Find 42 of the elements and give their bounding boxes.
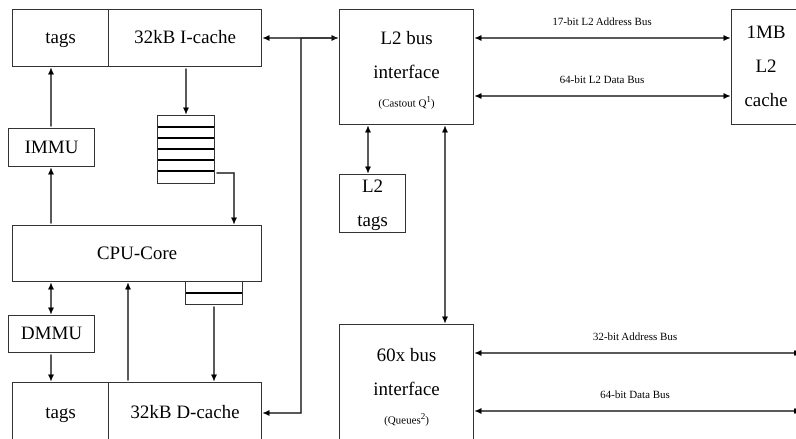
block-label: tags [45,26,76,50]
arrow [264,35,338,41]
block-label: CPU-Core [96,242,178,266]
arrow [476,35,730,41]
mmu-box [8,128,95,167]
cache-box [108,9,262,67]
arrow [264,37,338,416]
tag-array-box [339,174,406,233]
arrow [211,306,217,380]
queue-block [185,281,243,305]
arrow [365,126,371,172]
bus-arrow [476,408,796,414]
tag-array-box [12,9,109,67]
arrow [125,284,131,380]
block-label: 60x bus interface [372,344,441,402]
cache-box [731,9,796,125]
block-note: (Castout Q$^{1}$) [378,92,435,112]
core-box [12,225,262,282]
arrow [48,68,54,126]
arrow [48,168,54,224]
block-label: DMMU [20,322,82,346]
arrow [476,93,730,99]
block-note: (Queues$^{2}$) [384,410,429,428]
block-label: L2 bus interface [372,26,441,85]
block-label: 32kB I-cache [134,26,236,50]
cache-box [108,382,262,439]
bus-arrow [476,350,796,356]
tag-array-box [12,382,109,439]
mmu-box [8,315,95,353]
block-label: IMMU [24,136,78,160]
arrow [442,126,448,322]
queue-block [157,115,215,184]
interface-box [339,324,474,439]
arrow [48,284,54,314]
arrow [183,68,189,114]
block-label: 1MB L2 cache [743,21,789,113]
block-label: L2 tags [356,174,389,232]
block-label: tags [45,401,76,425]
arrow [48,354,54,380]
block-label: 32kB D-cache [130,401,240,425]
interface-box [339,9,474,125]
arrow [216,172,237,224]
